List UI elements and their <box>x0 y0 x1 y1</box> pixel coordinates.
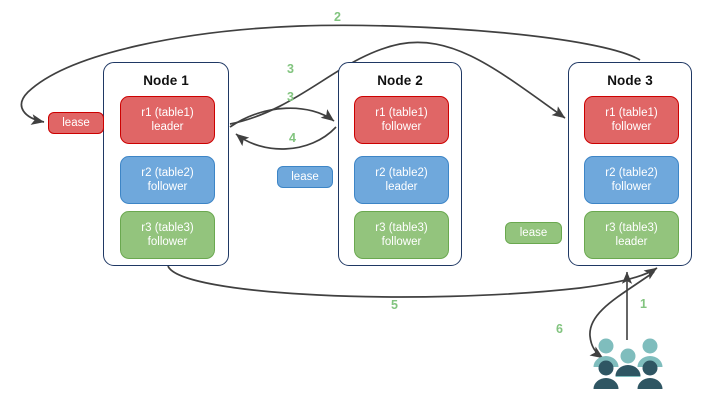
node-2-replica-r2[interactable]: r2 (table2) leader <box>354 156 449 204</box>
lease-badge-table1[interactable]: lease <box>48 112 104 134</box>
node-3-replica-r2[interactable]: r2 (table2) follower <box>584 156 679 204</box>
node-2-replica-r3-line2: follower <box>381 236 422 248</box>
node-3-replica-r2-line2: follower <box>611 181 652 193</box>
step-label-1: 1 <box>640 297 647 311</box>
step-label-3-upper: 3 <box>287 62 294 76</box>
step-label-6: 6 <box>556 322 563 336</box>
node-3-replica-r2-line1: r2 (table2) <box>605 167 658 179</box>
node-3-replica-r1-line2: follower <box>611 121 652 133</box>
node-2-replica-r3[interactable]: r3 (table3) follower <box>354 211 449 259</box>
node-1-replica-r1-line2: leader <box>151 121 184 133</box>
users-icon <box>592 336 664 390</box>
node-3-replica-r1-line1: r1 (table1) <box>605 107 658 119</box>
node-1-replica-r1-line1: r1 (table1) <box>141 107 194 119</box>
edge-step-5 <box>167 265 658 298</box>
node-3-replica-r1[interactable]: r1 (table1) follower <box>584 96 679 144</box>
node-1-title: Node 1 <box>143 73 189 88</box>
node-3-replica-r3-line1: r3 (table3) <box>605 222 658 234</box>
node-1-replica-r3-line2: follower <box>147 236 188 248</box>
node-2-replica-r2-line1: r2 (table2) <box>375 167 428 179</box>
step-label-3-lower: 3 <box>287 90 294 104</box>
node-1-replica-r3-line1: r3 (table3) <box>141 222 194 234</box>
node-3-title: Node 3 <box>607 73 653 88</box>
node-1-replica-r1[interactable]: r1 (table1) leader <box>120 96 215 144</box>
node-3-replica-r3-line2: leader <box>615 236 648 248</box>
node-2-replica-r3-line1: r3 (table3) <box>375 222 428 234</box>
lease-badge-table2[interactable]: lease <box>277 166 333 188</box>
node-1-replica-r2[interactable]: r2 (table2) follower <box>120 156 215 204</box>
step-label-2: 2 <box>334 10 341 24</box>
node-1-container[interactable]: Node 1 r1 (table1) leader r2 (table2) fo… <box>103 62 229 266</box>
node-1-replica-r2-line2: follower <box>147 181 188 193</box>
node-1-replica-r2-line1: r2 (table2) <box>141 167 194 179</box>
node-2-title: Node 2 <box>377 73 423 88</box>
node-2-container[interactable]: Node 2 r1 (table1) follower r2 (table2) … <box>338 62 462 266</box>
node-1-replica-r3[interactable]: r3 (table3) follower <box>120 211 215 259</box>
step-label-5: 5 <box>391 298 398 312</box>
step-label-4: 4 <box>289 131 296 145</box>
node-2-replica-r1-line2: follower <box>381 121 422 133</box>
edge-step-4 <box>235 126 337 150</box>
node-3-replica-r3[interactable]: r3 (table3) leader <box>584 211 679 259</box>
node-2-replica-r1-line1: r1 (table1) <box>375 107 428 119</box>
edge-step-3-lower <box>229 107 335 128</box>
node-2-replica-r1[interactable]: r1 (table1) follower <box>354 96 449 144</box>
node-2-replica-r2-line2: leader <box>385 181 418 193</box>
node-3-container[interactable]: Node 3 r1 (table1) follower r2 (table2) … <box>568 62 692 266</box>
lease-badge-table3[interactable]: lease <box>505 222 562 244</box>
